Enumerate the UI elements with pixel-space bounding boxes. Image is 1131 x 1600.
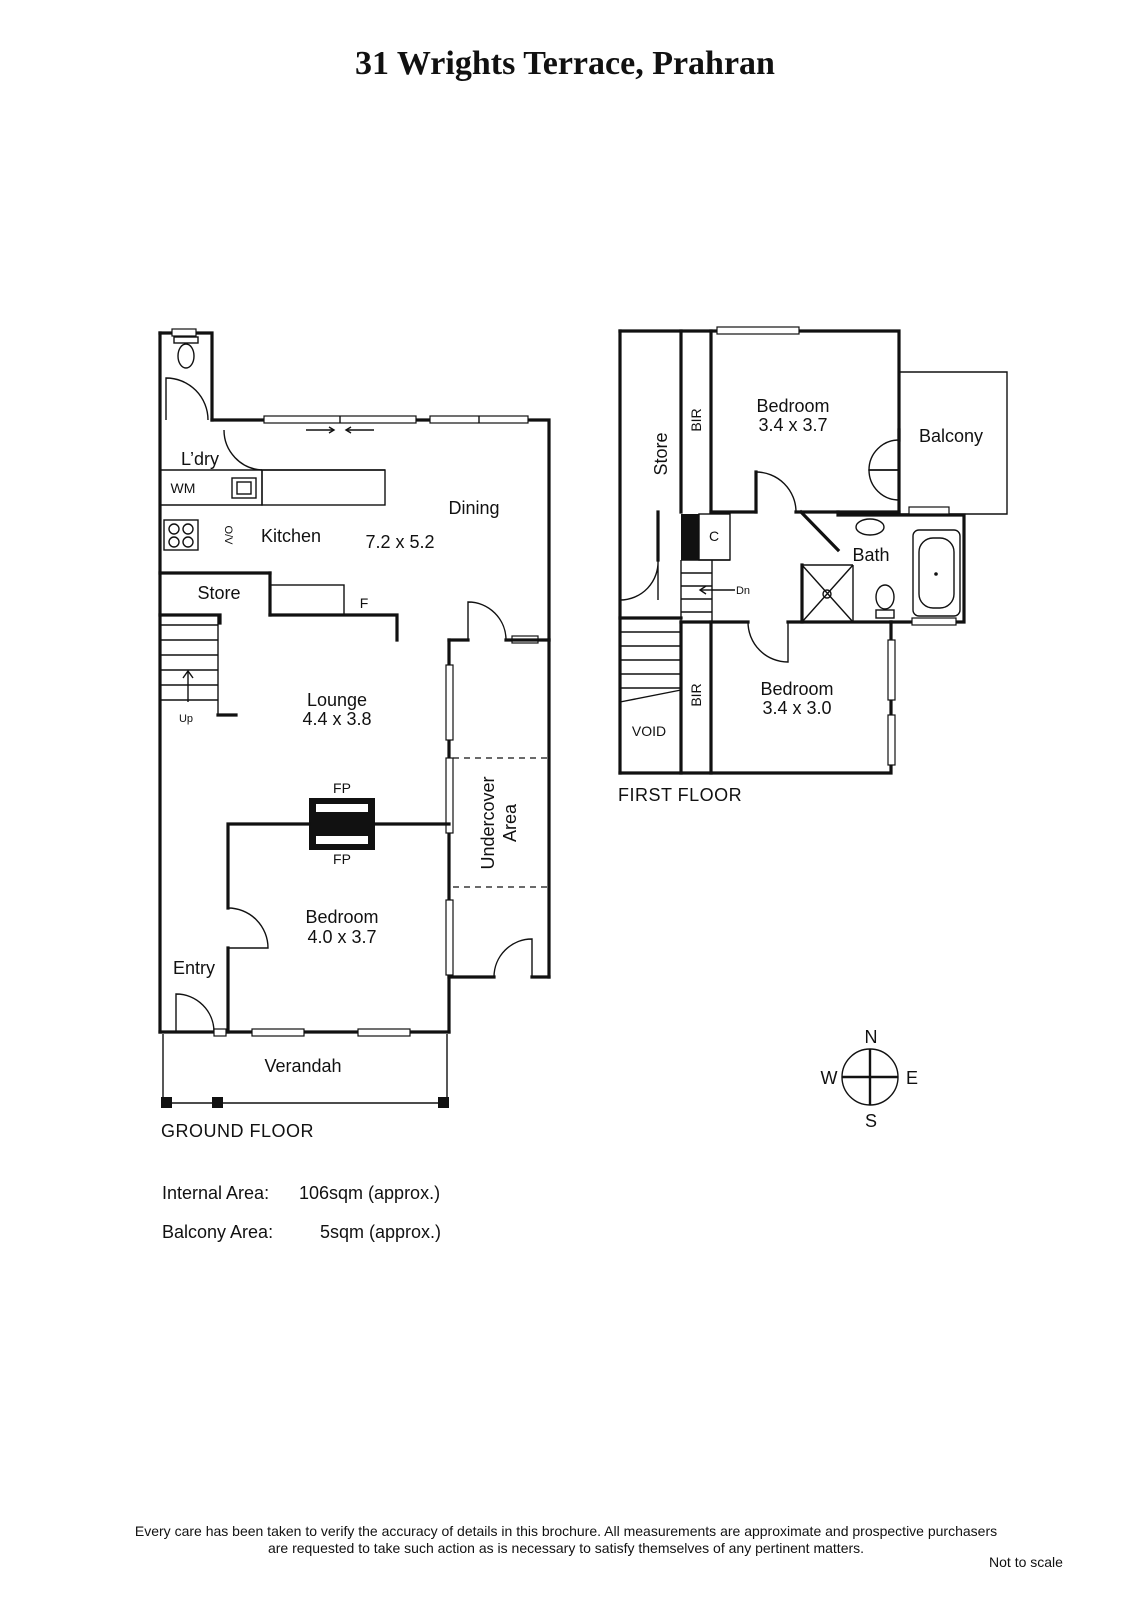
label-up: Up <box>179 713 193 725</box>
label-fp-bottom: FP <box>333 851 351 867</box>
balcony-area-value: 5sqm (approx.) <box>320 1222 441 1242</box>
post <box>438 1097 449 1108</box>
cooktop-icon <box>163 519 199 551</box>
oven-label: O/V <box>222 526 234 546</box>
disclaimer-line-1: Every care has been taken to verify the … <box>135 1523 997 1539</box>
post <box>212 1097 223 1108</box>
fridge-space <box>269 584 345 616</box>
label-cupboard: C <box>709 528 719 544</box>
room-laundry: L’dry <box>181 449 219 469</box>
window <box>445 757 454 834</box>
first-floor-label: FIRST FLOOR <box>618 785 742 805</box>
compass-north: N <box>865 1027 878 1047</box>
room-bedroom-2: Bedroom <box>760 679 833 699</box>
internal-area-value: 106sqm (approx.) <box>299 1183 440 1203</box>
post <box>161 1097 172 1108</box>
label-fp-top: FP <box>333 780 351 796</box>
room-store-first: Store <box>651 432 671 475</box>
label-bir-bottom: BIR <box>688 683 704 706</box>
entry-door <box>175 993 215 1033</box>
ground-floor-label: GROUND FLOOR <box>161 1121 314 1141</box>
room-verandah: Verandah <box>264 1056 341 1076</box>
window <box>251 1028 305 1037</box>
dining-dimensions: 7.2 x 5.2 <box>365 532 434 552</box>
basin-icon <box>855 518 885 536</box>
bedroom-1-dimensions: 3.4 x 3.7 <box>758 415 827 435</box>
bedroom-2-dimensions: 3.4 x 3.0 <box>762 698 831 718</box>
room-store: Store <box>197 583 240 603</box>
window <box>911 617 957 626</box>
balcony-area-label: Balcony Area: <box>162 1222 273 1242</box>
internal-area-label: Internal Area: <box>162 1183 269 1203</box>
bedroom-dimensions: 4.0 x 3.7 <box>307 927 376 947</box>
compass-west: W <box>821 1068 838 1088</box>
window <box>887 714 896 766</box>
room-dining: Dining <box>448 498 499 518</box>
label-wm: WM <box>171 480 196 496</box>
disclaimer-line-2: are requested to take such action as is … <box>268 1540 864 1556</box>
toilet-icon <box>177 343 195 369</box>
door <box>165 377 209 421</box>
drain-icon <box>822 589 832 599</box>
cupboard-block <box>681 514 699 560</box>
window <box>171 328 197 337</box>
window <box>908 506 950 515</box>
room-undercover-area-line2: Area <box>500 803 520 842</box>
scale-note: Not to scale <box>989 1554 1063 1570</box>
door <box>227 907 269 949</box>
window <box>357 1028 411 1037</box>
room-entry: Entry <box>173 958 215 978</box>
room-lounge: Lounge <box>307 690 367 710</box>
label-down: Dn <box>736 585 750 597</box>
bathtub-icon <box>912 529 961 617</box>
room-bath: Bath <box>852 545 889 565</box>
compass-icon: N S E W <box>821 1027 919 1131</box>
room-balcony: Balcony <box>919 426 983 446</box>
ground-stairs <box>160 615 238 717</box>
up-arrow-icon <box>182 669 194 679</box>
room-bedroom-1: Bedroom <box>756 396 829 416</box>
window <box>887 639 896 701</box>
compass-south: S <box>865 1111 877 1131</box>
window <box>716 326 800 335</box>
door <box>467 601 507 641</box>
window <box>445 899 454 976</box>
toilet-icon <box>875 584 895 610</box>
room-undercover-area-line1: Undercover <box>478 776 498 869</box>
ground-floor-plan: O/V <box>158 328 551 1141</box>
label-fridge: F <box>360 595 369 611</box>
window <box>445 664 454 741</box>
sink-icon <box>231 477 257 499</box>
first-floor-plan: Store BIR Bedroom 3.4 x 3.7 Balcony C Dn… <box>618 326 1008 805</box>
label-bir-top: BIR <box>688 408 704 431</box>
lounge-dimensions: 4.4 x 3.8 <box>302 709 371 729</box>
room-bedroom: Bedroom <box>305 907 378 927</box>
first-stairs <box>619 559 735 703</box>
compass-east: E <box>906 1068 918 1088</box>
door <box>493 938 533 978</box>
label-void: VOID <box>632 723 666 739</box>
property-title: 31 Wrights Terrace, Prahran <box>355 45 775 82</box>
room-kitchen: Kitchen <box>261 526 321 546</box>
